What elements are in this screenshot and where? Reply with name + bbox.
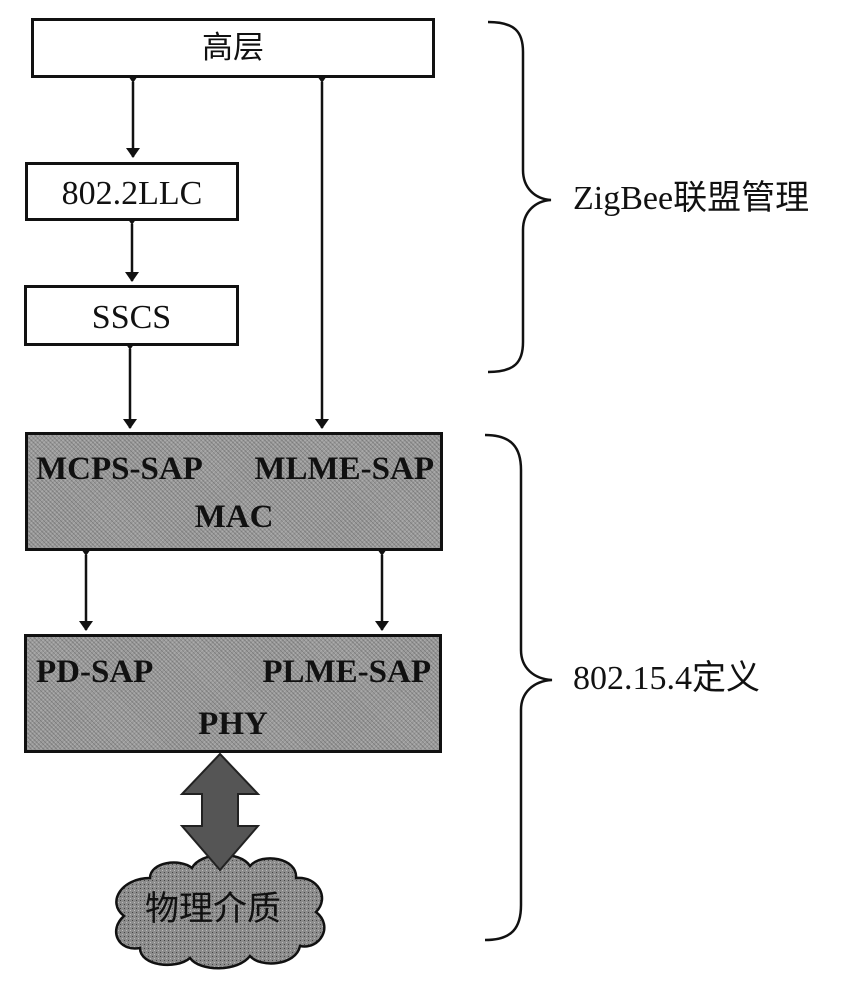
thick-double-arrow [179, 752, 261, 872]
zigbee-alliance-label: ZigBee联盟管理 [573, 180, 810, 217]
phy-sap-right-label: PLME-SAP [262, 654, 431, 690]
upper-layer-box: 高层 [31, 18, 435, 78]
mac-sap-right-label: MLME-SAP [254, 451, 434, 487]
llc-label: 802.2LLC [61, 175, 203, 212]
medium-label: 物理介质 [145, 889, 281, 929]
mac-label: MAC [194, 499, 274, 535]
medium-cloud-shape [114, 853, 326, 970]
phy-sap-left-label: PD-SAP [36, 654, 154, 690]
sscs-box: SSCS [24, 285, 239, 346]
llc-box: 802.2LLC [25, 162, 239, 221]
sscs-label: SSCS [91, 299, 172, 336]
mac-box: MCPS-SAP MLME-SAP MAC [25, 432, 443, 551]
phy-label: PHY [198, 706, 268, 742]
mac-sap-left-label: MCPS-SAP [36, 451, 203, 487]
phy-box: PD-SAP PLME-SAP PHY [24, 634, 442, 753]
upper-layer-label: 高层 [202, 30, 264, 66]
brace-lower [484, 433, 553, 942]
brace-upper [487, 20, 552, 374]
ieee-802-15-4-label: 802.15.4定义 [573, 660, 760, 697]
